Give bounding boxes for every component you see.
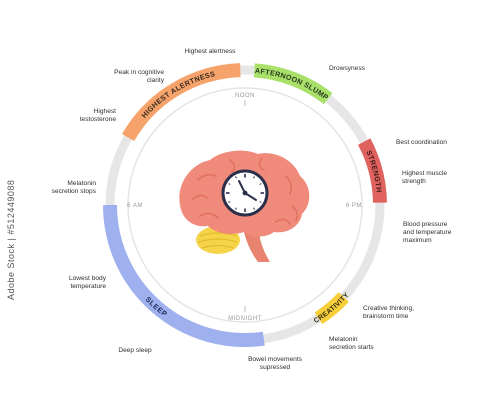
- clock-tick: [253, 207, 255, 210]
- annotation-drowsyness: Drowsyness: [329, 65, 365, 72]
- inner-circle: [127, 87, 363, 323]
- clock-label-six-am: 6 AM: [127, 203, 143, 209]
- clock-tick: [228, 201, 231, 203]
- brain-illustration: [179, 150, 310, 262]
- annotation-melatonin-starts: Melatonin secretion starts: [329, 336, 374, 352]
- stock-watermark: Adobe Stock | #512449088: [6, 179, 16, 300]
- clock-tick: [253, 176, 255, 179]
- annotation-deep-sleep: Deep sleep: [118, 347, 152, 354]
- clock-tick: [235, 207, 237, 210]
- clock-label-noon: NOON: [235, 93, 255, 99]
- arc-highest-alertness: [122, 63, 241, 142]
- arc-strength: [357, 138, 387, 203]
- brain-folds: [191, 157, 299, 225]
- annotation-blood-pressure: Blood pressure and temperature maximum: [403, 221, 452, 245]
- clock-tick: [228, 183, 231, 185]
- annotation-creative-thinking: Creative thinking, brainstorm time: [363, 305, 414, 321]
- clock-tick: [259, 183, 262, 185]
- annotation-highest-muscle-strength: Highest muscle strength: [402, 170, 448, 186]
- arc-afternoon-slump: [253, 63, 333, 105]
- brainstem: [244, 232, 270, 262]
- annotation-lowest-body-temp: Lowest body temperature: [68, 275, 106, 291]
- arc-creativity: [314, 292, 349, 325]
- annotation-peak-cognitive: Peak in cognitive clarity: [114, 69, 164, 85]
- clock-tick: [235, 176, 237, 179]
- clock-tick: [259, 201, 262, 203]
- annotation-highest-alertness: Highest alertness: [184, 48, 236, 55]
- clock-center: [242, 190, 248, 196]
- cerebellum-folds: [198, 232, 238, 249]
- annotation-highest-testosterone: Highest testosterone: [79, 108, 116, 124]
- annotation-best-coordination: Best coordination: [396, 139, 447, 146]
- clock-label-midnight: MIDNIGHT: [228, 316, 262, 322]
- clock-label-six-pm: 6 PM.: [346, 203, 364, 209]
- annotation-melatonin-stops: Melatonin secretion stops: [51, 180, 96, 196]
- arc-sleep: [103, 204, 265, 347]
- annotation-bowel-movements: Bowel movements supressed: [248, 356, 302, 372]
